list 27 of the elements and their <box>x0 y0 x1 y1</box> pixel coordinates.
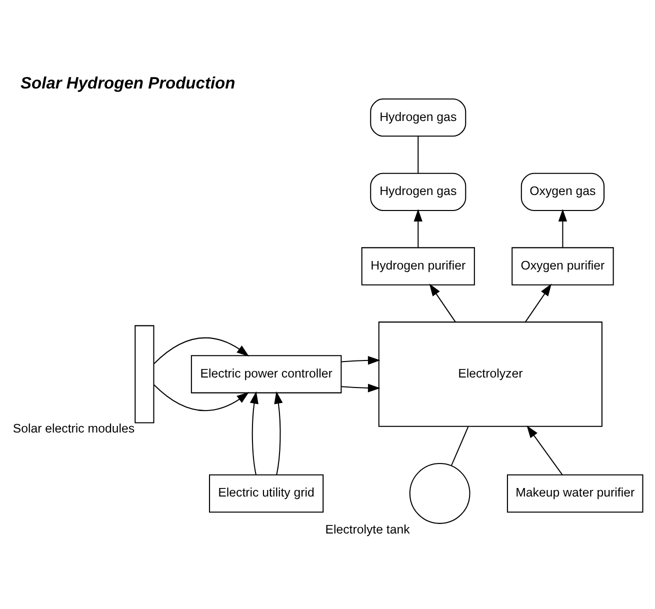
arrow <box>525 284 552 322</box>
node-box: Electrolyzer <box>378 322 602 427</box>
arrow <box>414 209 422 248</box>
node-box: Makeup water purifier <box>506 474 644 513</box>
node-box: Oxygen gas <box>520 172 605 212</box>
connector <box>450 426 469 466</box>
node-bar <box>134 325 154 424</box>
diagram-title: Solar Hydrogen Production <box>20 73 236 92</box>
node-box: Hydrogen gas <box>370 172 466 212</box>
arrow <box>274 391 283 475</box>
node-label: Solar electric modules <box>12 422 135 436</box>
arrow <box>154 337 250 364</box>
arrow <box>342 356 380 365</box>
node-box: Oxygen purifier <box>512 247 614 286</box>
node-box: Hydrogen purifier <box>361 247 475 286</box>
node-box: Hydrogen gas <box>370 98 466 137</box>
arrow <box>250 391 258 475</box>
arrow <box>558 209 568 248</box>
connector <box>418 136 419 174</box>
node-box: Electric utility grid <box>209 474 324 513</box>
arrow <box>154 384 250 412</box>
arrow <box>342 384 380 392</box>
node-label: Electrolyte tank <box>325 522 410 536</box>
node-circle <box>409 463 470 524</box>
arrow <box>429 284 456 322</box>
arrow <box>526 425 563 475</box>
node-box: Electric power controller <box>190 355 342 394</box>
